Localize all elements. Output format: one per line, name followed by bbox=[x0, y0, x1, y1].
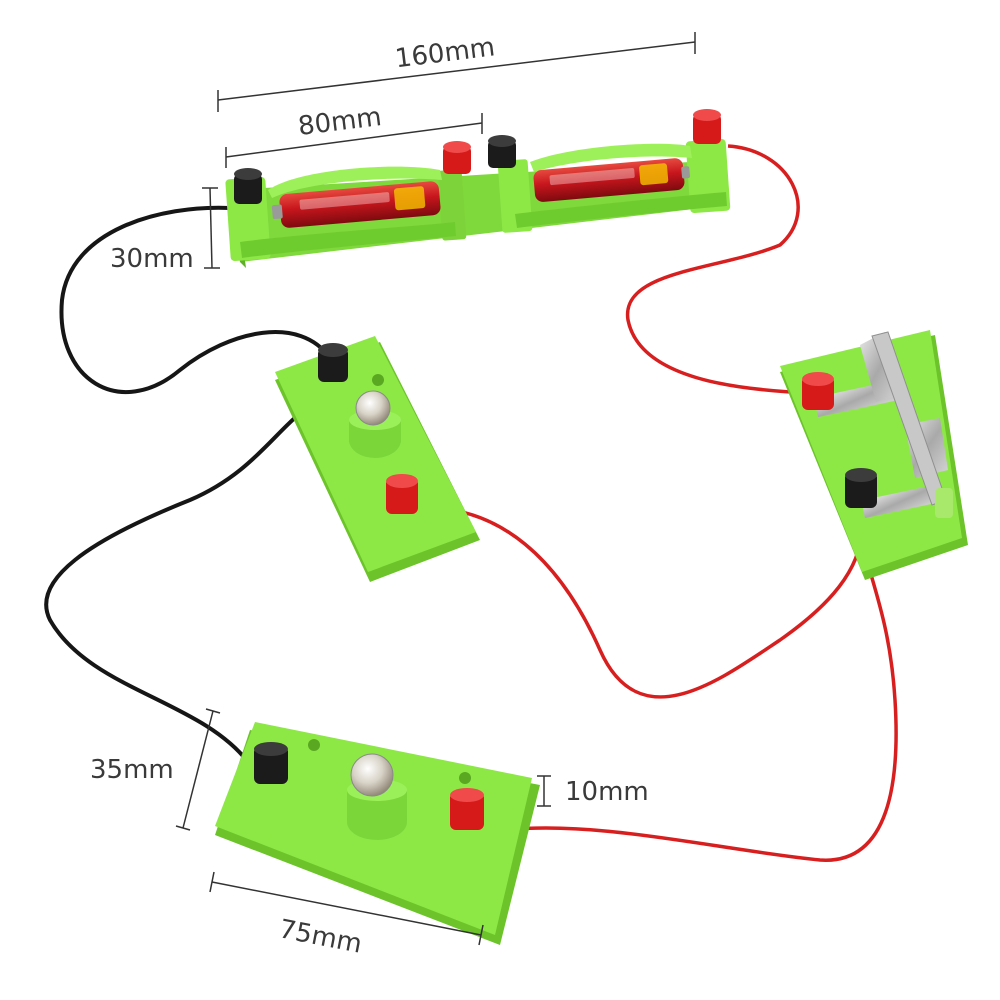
bulb-holder-lower bbox=[215, 722, 540, 945]
bulb-lower-glass bbox=[350, 753, 394, 797]
bulb-lower-terminal-red bbox=[450, 788, 484, 830]
battery-cell-right bbox=[533, 158, 690, 202]
wire-red-lowerbulb-to-switch bbox=[504, 539, 898, 862]
bulb-upper-terminal-black bbox=[318, 343, 348, 382]
knife-switch bbox=[780, 330, 968, 580]
wire-red-bulb-to-switch bbox=[419, 506, 864, 699]
switch-terminal-red bbox=[802, 372, 834, 410]
dim-label-75mm: 75mm bbox=[276, 914, 364, 959]
wire-black-bulb-to-bulb bbox=[44, 398, 321, 764]
bulb-upper-glass bbox=[355, 390, 391, 426]
battery-cell-left bbox=[271, 181, 441, 228]
dim-label-80mm: 80mm bbox=[296, 102, 383, 142]
bulb-upper-terminal-red bbox=[386, 474, 418, 514]
dim-label-35mm: 35mm bbox=[90, 755, 174, 785]
wires bbox=[44, 144, 898, 862]
switch-handle bbox=[935, 488, 953, 518]
battery-terminal-red-right bbox=[693, 109, 721, 144]
dimension-lines bbox=[175, 32, 696, 946]
wire-red-battery-to-switch bbox=[626, 144, 811, 395]
battery-terminal-red-middle bbox=[443, 141, 471, 174]
dim-label-30mm: 30mm bbox=[110, 244, 194, 274]
battery-terminal-black-middle bbox=[488, 135, 516, 168]
dim-label-10mm: 10mm bbox=[565, 777, 649, 807]
switch-plate-bottom bbox=[861, 483, 944, 519]
bulb-lower-terminal-black bbox=[254, 742, 288, 784]
bulb-holder-upper bbox=[275, 336, 480, 582]
battery-terminal-black-left bbox=[234, 168, 262, 204]
switch-terminal-black bbox=[845, 468, 877, 508]
battery-holder bbox=[225, 109, 731, 268]
wire-black-battery-to-bulb bbox=[59, 205, 332, 395]
